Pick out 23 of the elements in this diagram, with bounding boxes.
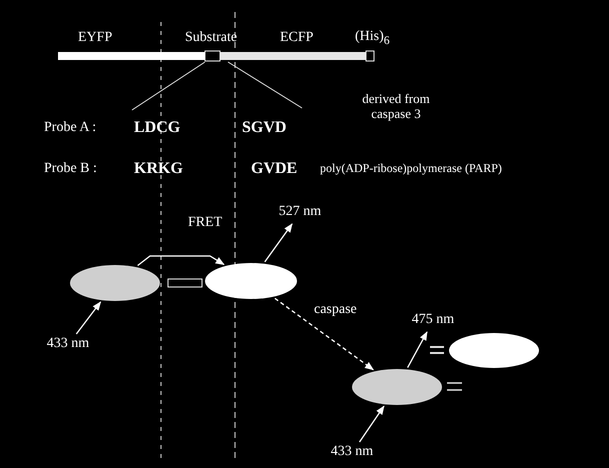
domain-label: ECFP (280, 30, 314, 46)
probe-label: Probe B : (44, 161, 97, 178)
sequence-label: SGVD (242, 119, 286, 138)
probe-label: Probe A : (44, 120, 96, 136)
domain-label: Substrate (185, 30, 238, 46)
note-text: derived from caspase 3 (361, 92, 431, 122)
sequence-label: KRKG (134, 160, 183, 178)
wavelength-label: 433 nm (322, 444, 382, 462)
wavelength-label: 475 nm (403, 312, 463, 330)
arrow (407, 331, 428, 368)
arrow (274, 298, 374, 370)
wavelength-label: 433 nm (36, 336, 100, 354)
arrow (137, 255, 225, 266)
sequence-label: GVDE (251, 160, 298, 178)
arrow (264, 223, 293, 262)
sequence-label: LDCG (134, 119, 180, 138)
domain-label: EYFP (78, 30, 112, 46)
fluorescent-protein-ellipse (70, 265, 160, 301)
arrow (358, 405, 384, 442)
arrow (76, 301, 102, 334)
note-text: poly(ADP-ribose)polymerase (PARP) (320, 162, 502, 176)
wavelength-label: 527 nm (270, 204, 330, 222)
domain-label: (His)$_{6}$ (355, 29, 390, 48)
